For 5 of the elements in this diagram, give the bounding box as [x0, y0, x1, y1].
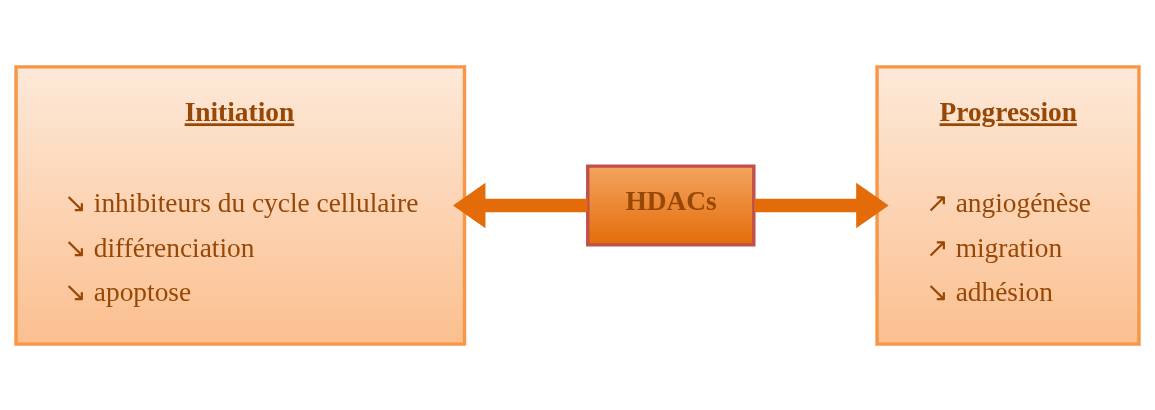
arrow	[754, 182, 889, 228]
node-box: Initiation ↘ inhibiteurs du cycle cellulaire ↘ différenciation ↘ apoptose	[14, 64, 467, 346]
node-box: HDACs	[586, 163, 756, 247]
node-box: Progression ↗ angiogénèse ↗ migration ↘ adhésion	[875, 64, 1141, 346]
arrow	[453, 182, 588, 228]
